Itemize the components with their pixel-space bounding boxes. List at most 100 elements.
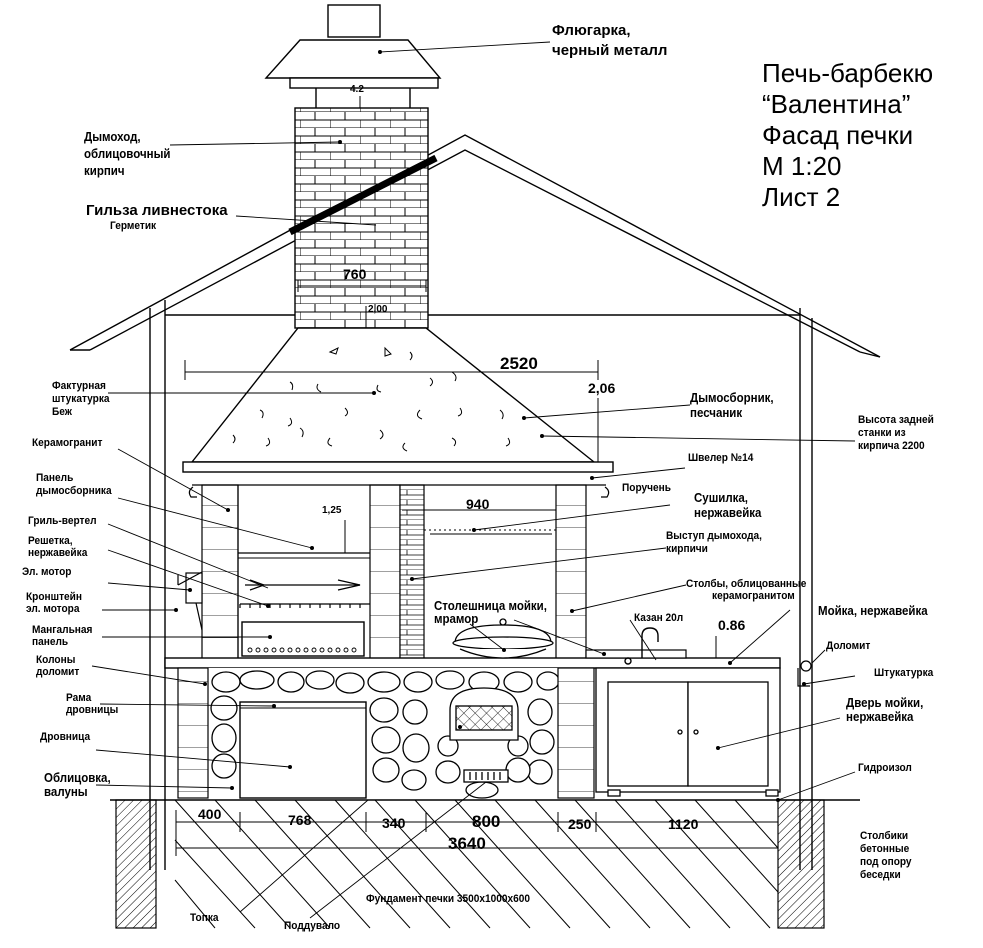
- dim-760: 760: [343, 266, 367, 282]
- label-podduvalo: Поддувало: [284, 920, 341, 932]
- label-stolbiki-1: Столбики: [860, 830, 909, 842]
- label-vysota-2: станки из: [858, 427, 906, 439]
- label-kazan: Казан 20л: [634, 612, 684, 624]
- label-stolbiki-2: бетонные: [860, 843, 910, 855]
- label-dver-1: Дверь мойки,: [846, 696, 924, 710]
- label-stolbiki-3: под опору: [860, 856, 912, 868]
- rain-sleeve: [288, 154, 438, 236]
- dim-2-00: 2,00: [368, 304, 388, 315]
- leader-lines: [91, 41, 856, 919]
- label-shtukaturka-3: Беж: [52, 406, 72, 418]
- dim-250: 250: [568, 816, 592, 832]
- label-poruchen: Поручень: [622, 482, 671, 494]
- label-vystup-1: Выступ дымохода,: [666, 530, 762, 542]
- foundation: [110, 799, 860, 929]
- dim-768: 768: [288, 812, 312, 828]
- leader-dots: [174, 50, 806, 802]
- woodpile-frame: [239, 701, 367, 799]
- title-line-1: Печь-барбекю: [762, 58, 934, 88]
- dim-1120: 1120: [668, 816, 699, 832]
- label-kronshtein-1: Кронштейн: [26, 591, 83, 603]
- label-oblicovka-2: валуны: [44, 785, 88, 799]
- label-kolony-2: доломит: [36, 666, 80, 678]
- dim-2520: 2520: [500, 354, 538, 373]
- title-line-4: М 1:20: [762, 151, 842, 181]
- motor-bracket: [177, 571, 203, 631]
- label-rama-1: Рама: [66, 692, 92, 704]
- dim-2-06: 2,06: [588, 380, 616, 396]
- label-motor: Эл. мотор: [22, 566, 72, 578]
- label-flugarka-1: Флюгарка,: [552, 22, 631, 39]
- label-stolby-1: Столбы, облицованные: [686, 578, 807, 590]
- label-panel-2: дымосборника: [36, 485, 112, 497]
- label-stoleshnica-1: Столешница мойки,: [434, 599, 547, 613]
- grill-skewer: [239, 579, 370, 608]
- label-gilza: Гильза ливнестока: [86, 202, 228, 219]
- label-drovnica: Дровница: [40, 731, 91, 743]
- label-topka: Топка: [190, 912, 219, 924]
- label-kronshtein-2: эл. мотора: [26, 603, 80, 615]
- title-block: Печь-барбекю “Валентина” Фасад печки М 1…: [762, 58, 977, 213]
- label-mangal-1: Мангальная: [32, 624, 93, 636]
- label-gril: Гриль-вертел: [28, 515, 97, 527]
- column-mid: [557, 667, 595, 799]
- label-stolby-2: керамогранитом: [712, 590, 795, 602]
- title-line-3: Фасад печки: [762, 120, 914, 150]
- label-shtukaturka-2: штукатурка: [52, 393, 110, 405]
- label-dymohod-3: кирпич: [84, 164, 125, 178]
- label-fundament: Фундамент печки 3500х1000х600: [366, 893, 531, 905]
- column-left: [177, 667, 209, 799]
- label-stoleshnica-2: мрамор: [434, 612, 479, 626]
- label-vysota-3: кирпича 2200: [858, 440, 925, 452]
- sink-cabinet: [595, 667, 781, 797]
- label-sushilka-1: Сушилка,: [694, 491, 749, 505]
- back-wall: [192, 484, 606, 666]
- label-mangal-2: панель: [32, 636, 69, 648]
- brazier-panel: [241, 621, 365, 657]
- label-germetik: Герметик: [110, 220, 157, 232]
- roof: [69, 134, 881, 870]
- label-moika: Мойка, нержавейка: [818, 604, 928, 618]
- chimney: [294, 96, 429, 329]
- smoke-collector: [182, 327, 614, 473]
- firebox: [449, 687, 519, 783]
- label-sushilka-2: нержавейка: [694, 506, 762, 520]
- label-dolomit: Доломит: [826, 640, 871, 652]
- label-dymosbornik-1: Дымосборник,: [690, 391, 774, 405]
- dim-3640: 3640: [448, 834, 486, 853]
- label-panel-1: Панель: [36, 472, 74, 484]
- dim-400: 400: [198, 806, 222, 822]
- faucet: [624, 627, 659, 665]
- dim-0-86: 0.86: [718, 617, 746, 633]
- label-flugarka-2: черный металл: [552, 42, 668, 59]
- label-reshetka-2: нержавейка: [28, 547, 88, 559]
- label-oblicovka-1: Облицовка,: [44, 771, 111, 785]
- label-keramogranit: Керамогранит: [32, 437, 103, 449]
- dim-1-25: 1,25: [322, 505, 342, 516]
- label-vystup-2: кирпичи: [666, 543, 708, 555]
- dim-800: 800: [472, 812, 501, 831]
- label-dymohod-2: облицовочный: [84, 147, 171, 161]
- kazan: [452, 618, 554, 659]
- label-shveler: Швелер №14: [688, 452, 754, 464]
- title-line-5: Лист 2: [762, 182, 841, 212]
- label-dymohod-1: Дымоход,: [84, 130, 141, 144]
- label-dver-2: нержавейка: [846, 710, 914, 724]
- label-stolbiki-4: беседки: [860, 869, 901, 881]
- label-reshetka-1: Решетка,: [28, 535, 73, 547]
- weathervane: [264, 4, 442, 108]
- label-shtukaturka: Штукатурка: [874, 667, 934, 679]
- dim-4-2: 4.2: [350, 84, 364, 95]
- label-dymosbornik-2: песчаник: [690, 406, 743, 420]
- label-gidroizol: Гидроизол: [858, 762, 912, 774]
- label-kolony-1: Колоны: [36, 654, 76, 666]
- title-line-2: “Валентина”: [762, 89, 911, 119]
- label-vysota-1: Высота задней: [858, 414, 934, 426]
- railing: [188, 486, 812, 687]
- dim-340: 340: [382, 815, 406, 831]
- label-shtukaturka-1: Фактурная: [52, 380, 106, 392]
- label-rama-2: дровницы: [66, 704, 119, 716]
- dim-940: 940: [466, 496, 490, 512]
